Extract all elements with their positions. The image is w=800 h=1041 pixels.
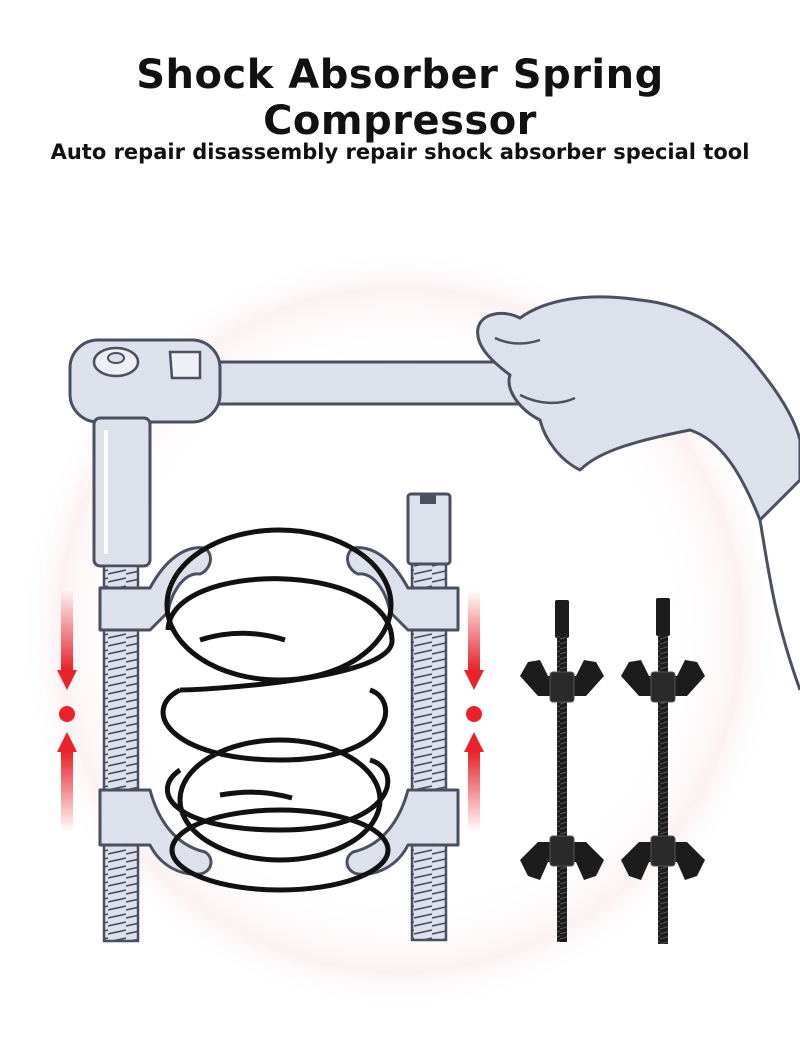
- compressor-rod-icon: [406, 492, 452, 942]
- page-subtitle: Auto repair disassembly repair shock abs…: [50, 140, 750, 164]
- coil-spring-icon: [160, 527, 395, 893]
- hand-icon: [476, 295, 800, 522]
- page-title: Shock Absorber Spring Compressor: [136, 52, 664, 144]
- compressor-rod-icon: [621, 598, 705, 944]
- compressor-rod-icon: [520, 600, 604, 942]
- compression-arrow-icon: [57, 590, 77, 832]
- compression-arrow-icon: [464, 590, 484, 832]
